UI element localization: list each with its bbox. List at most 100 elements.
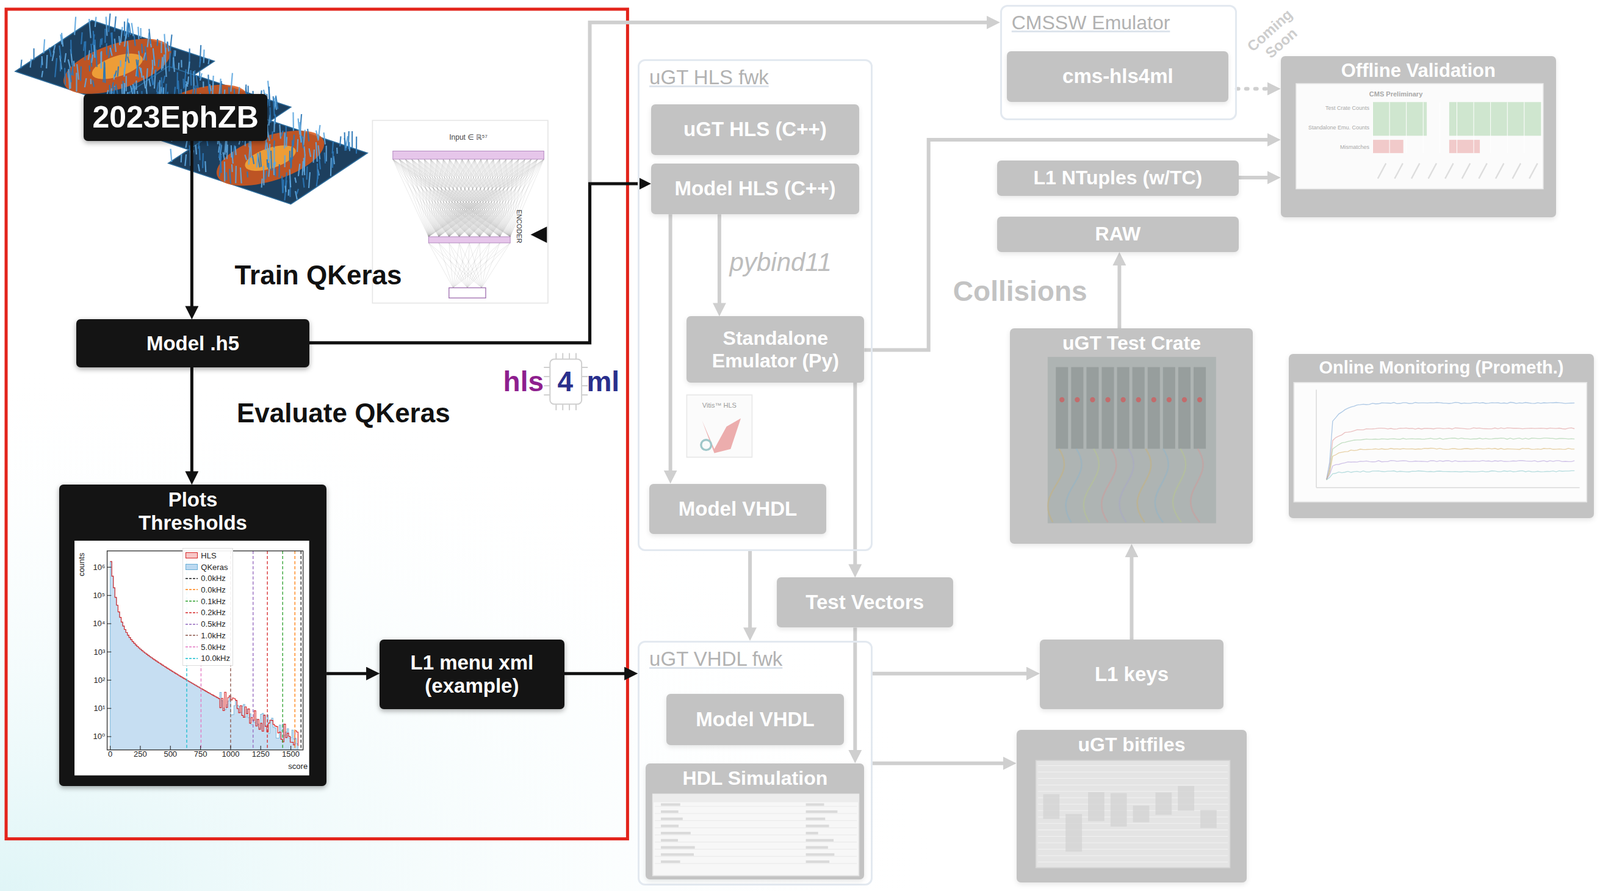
energy-spike [135, 80, 137, 90]
network-link [428, 159, 519, 237]
legend-line [185, 635, 198, 637]
energy-spike [160, 41, 162, 54]
energy-spike [108, 48, 111, 58]
network-link [438, 159, 544, 237]
threshold-line [200, 551, 202, 750]
annotation-label: ml [586, 365, 620, 398]
energy-spike [309, 148, 312, 157]
energy-spike [230, 73, 233, 93]
energy-spike [124, 33, 127, 47]
energy-spike [52, 51, 55, 62]
annotation-label: Vitis™ HLS [702, 401, 737, 410]
energy-spike [136, 59, 138, 78]
energy-spike [307, 128, 309, 142]
file-block [1065, 813, 1082, 852]
table-rule [655, 806, 858, 807]
energy-spike [302, 135, 304, 148]
energy-spike [30, 58, 32, 68]
column-rule [1405, 101, 1407, 154]
energy-spike [91, 54, 93, 63]
output-layer [449, 288, 486, 299]
grid-rule [1037, 771, 1228, 772]
energy-spike [137, 26, 139, 40]
table-rule [655, 862, 858, 864]
energy-spike [316, 142, 318, 162]
energy-spike [60, 34, 62, 44]
status-led [1120, 397, 1126, 403]
energy-spike [319, 159, 321, 170]
cable [1172, 449, 1186, 523]
energy-spike [148, 28, 151, 44]
energy-spike [46, 54, 47, 69]
network-link [469, 159, 538, 237]
tick-mark [200, 745, 201, 750]
energy-spike [281, 175, 283, 193]
network-link [438, 242, 468, 289]
network-link [418, 159, 429, 237]
energy-spike [73, 61, 76, 67]
status-led [1105, 397, 1111, 403]
network-link [467, 242, 480, 289]
energy-spike [128, 23, 131, 35]
process-box: Model HLS (C++) [651, 163, 860, 215]
tick-mark [107, 651, 112, 653]
energy-spike [49, 47, 52, 57]
energy-spike [347, 131, 350, 150]
legend-line [185, 623, 198, 625]
axis-stub [1394, 163, 1403, 179]
energy-spike [285, 172, 287, 188]
rate-curve [1326, 402, 1575, 480]
box-label: RAW [1095, 222, 1142, 246]
network-link [428, 159, 431, 237]
energy-spike [291, 139, 293, 160]
logo-gear [701, 439, 712, 451]
energy-spike [110, 47, 113, 57]
energy-spike [127, 56, 130, 63]
cable [1083, 449, 1100, 523]
network-link [458, 159, 531, 237]
tick-mark [107, 623, 112, 625]
screenshot-panel [652, 793, 860, 876]
energy-spike [75, 72, 77, 92]
energy-spike [185, 84, 187, 95]
energy-spike [68, 68, 70, 90]
energy-spike [84, 40, 87, 60]
energy-spike [165, 59, 167, 77]
energy-spike [95, 17, 97, 28]
box-label: 2023EphZB [92, 100, 259, 136]
cable [1191, 449, 1204, 523]
network-link [458, 159, 519, 237]
energy-spike [201, 153, 204, 169]
file-block [1132, 805, 1150, 822]
network-link [479, 159, 519, 237]
tick-mark [290, 745, 292, 750]
annotation-label: ENCODER [515, 209, 524, 244]
energy-spike [20, 59, 22, 69]
network-link [405, 159, 490, 237]
energy-spike [274, 98, 277, 110]
energy-core [89, 48, 146, 85]
screenshot-panel [1035, 760, 1230, 868]
network-link [411, 159, 501, 237]
network-link [481, 242, 511, 289]
energy-spike [106, 16, 108, 36]
energy-spike [325, 145, 328, 162]
text-stub [661, 831, 692, 835]
energy-spike [146, 68, 148, 87]
text-stub [806, 860, 830, 863]
network-link [510, 159, 538, 237]
process-box: Model VHDL [649, 483, 827, 534]
pointer-triangle [530, 226, 548, 243]
chip-pin [581, 385, 588, 387]
energy-spike [268, 159, 271, 177]
status-led [1136, 397, 1142, 403]
tick-mark [107, 736, 112, 738]
tick-mark [107, 707, 112, 709]
network-link [428, 242, 453, 289]
flow-arrow [190, 367, 194, 479]
energy-spike [298, 163, 300, 176]
energy-spike [294, 177, 296, 184]
table-rule [655, 812, 858, 814]
energy-spike [143, 52, 146, 61]
energy-spike [289, 150, 291, 162]
